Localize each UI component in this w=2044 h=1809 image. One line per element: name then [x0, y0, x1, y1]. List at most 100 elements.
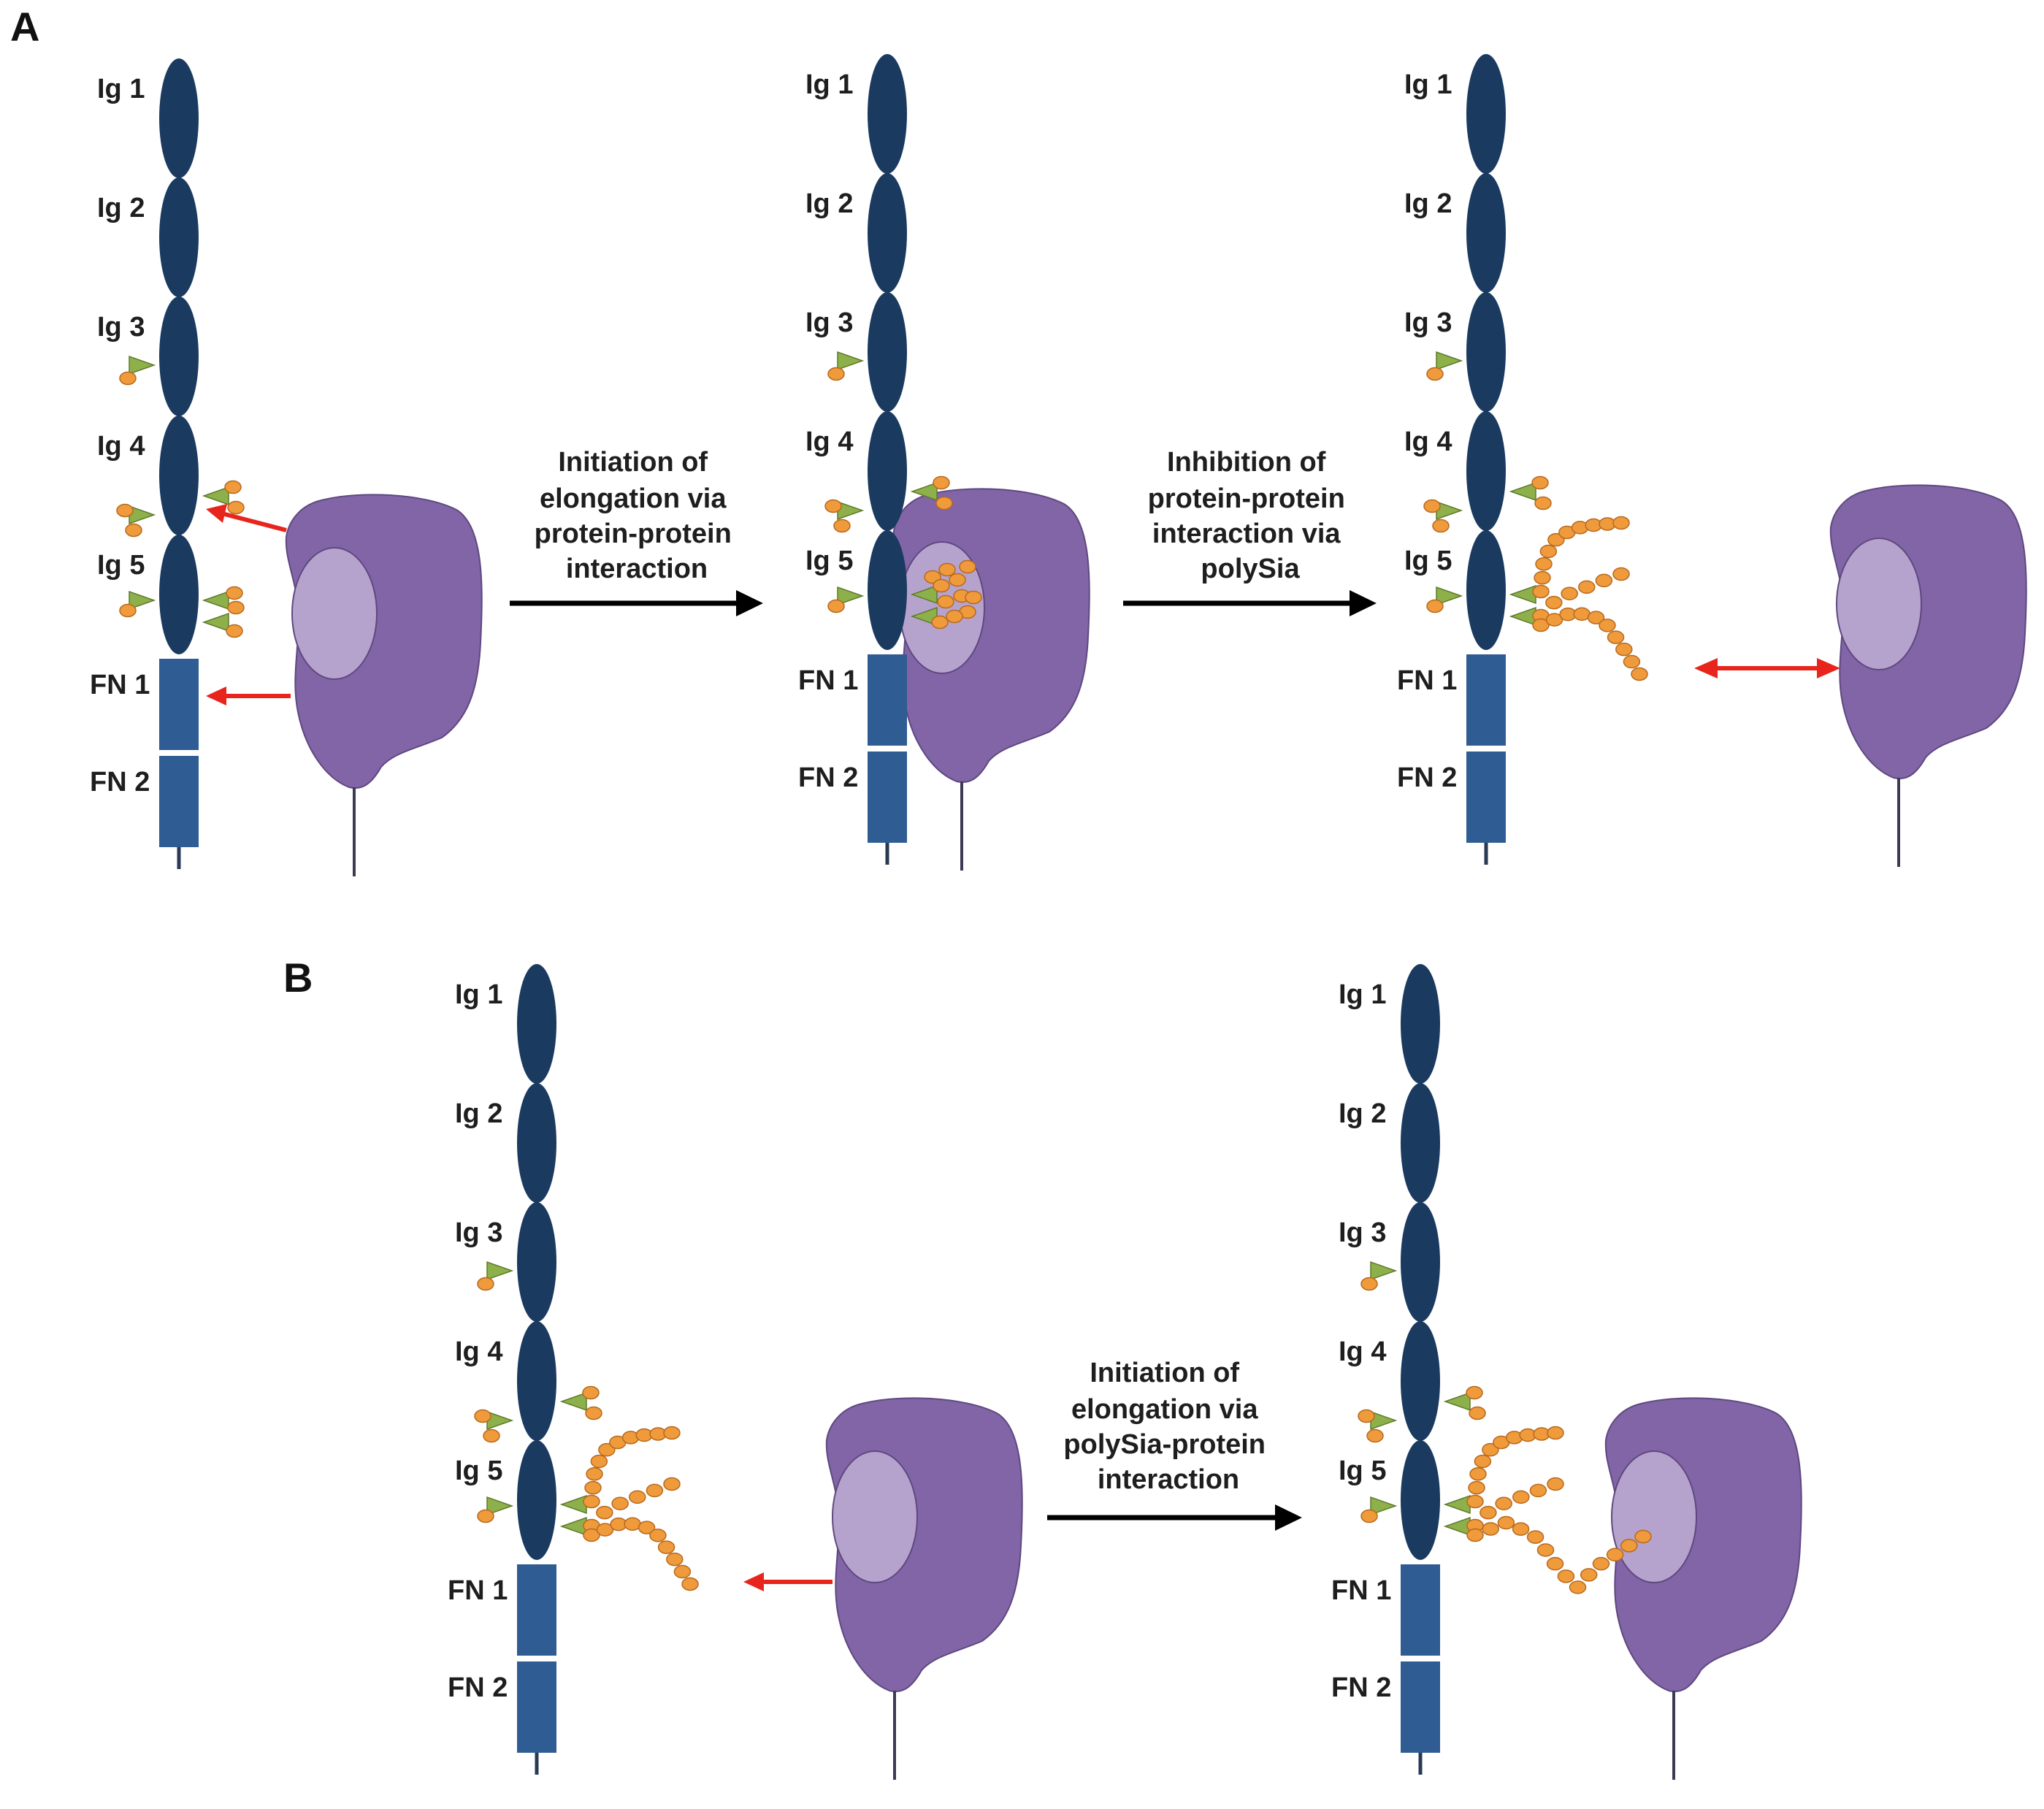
- label-ig3: Ig 3: [455, 1217, 502, 1248]
- sialic-acid-icon: [582, 1385, 600, 1400]
- label-ig5: Ig 5: [1404, 546, 1452, 576]
- sialic-acid-icon: [649, 1529, 667, 1542]
- ig-domain-1: [1401, 964, 1440, 1084]
- sialic-acid-icon: [1360, 1277, 1378, 1291]
- sialic-acid-icon: [1466, 1494, 1484, 1509]
- ig-domain-3: [517, 1202, 556, 1322]
- label-ig3: Ig 3: [805, 307, 853, 338]
- sialic-acid-cluster-in-pocket: [924, 559, 982, 630]
- sialic-acid-icon: [624, 1517, 641, 1531]
- glycan-core-icon: [1509, 481, 1536, 502]
- glycan-core-icon: [1370, 1496, 1398, 1516]
- sialic-acid-icon: [1469, 1467, 1487, 1481]
- sialic-acid-icon: [1532, 584, 1550, 599]
- receptor-protein-a2: [892, 488, 1090, 871]
- sialic-acid-icon: [224, 480, 242, 494]
- glycan-core-icon: [486, 1261, 514, 1281]
- label-ig5: Ig 5: [805, 546, 853, 576]
- sialic-acid-icon: [1561, 586, 1578, 600]
- sialic-acid-icon: [824, 499, 842, 513]
- sialic-acid-icon: [584, 1480, 602, 1495]
- sialic-acid-icon: [1539, 544, 1558, 559]
- receptor-binding-pocket: [1611, 1450, 1697, 1583]
- ncam-molecule-a2: Ig 1Ig 2Ig 3Ig 4Ig 5FN 1FN 2: [798, 54, 953, 865]
- sialic-acid-icon: [227, 500, 245, 515]
- sialic-acid-icon: [583, 1528, 600, 1542]
- sialic-acid-icon: [673, 1564, 692, 1579]
- fn-domain-1: [517, 1564, 556, 1656]
- sialic-acid-icon: [1612, 567, 1630, 581]
- sialic-acid-icon: [483, 1429, 500, 1443]
- ig-domain-1: [1466, 54, 1506, 174]
- glycan-core-icon: [837, 586, 865, 606]
- label-fn1: FN 1: [448, 1575, 508, 1606]
- sialic-acid-icon: [1615, 642, 1633, 657]
- glycan-core-icon: [129, 355, 156, 375]
- polysia-chains-b1: [583, 1426, 699, 1591]
- receptor-protein-a1: [285, 494, 483, 876]
- sialic-acid-icon: [1620, 1539, 1638, 1553]
- panel-a-step2-caption: Inhibition of protein-protein interactio…: [1148, 447, 1353, 584]
- sialic-acid-icon: [1466, 1528, 1484, 1542]
- glycan-core-icon: [559, 1494, 587, 1515]
- ig-domain-4: [159, 416, 199, 535]
- ig-domain-2: [1401, 1083, 1440, 1203]
- sialic-acid-icon: [1607, 630, 1625, 644]
- sialic-acid-icon: [1468, 1480, 1485, 1495]
- interaction-arrow-ig4: [206, 504, 287, 532]
- sialic-acid-icon: [666, 1552, 684, 1567]
- sialic-acid-icon: [827, 367, 845, 381]
- sialic-acid-icon: [596, 1523, 614, 1537]
- sialic-acid-icon: [1606, 1548, 1624, 1562]
- glycan-core-icon: [559, 1391, 587, 1412]
- sialic-acid-icon: [1573, 607, 1591, 622]
- sialic-acid-icon: [1512, 1490, 1530, 1504]
- sialic-acid-icon: [611, 1496, 629, 1510]
- ncam-molecule-a1: Ig 1Ig 2Ig 3Ig 4Ig 5FN 1FN 2: [90, 58, 245, 869]
- sialic-acid-icon: [1599, 619, 1616, 632]
- sialic-acid-icon: [119, 603, 137, 618]
- sialic-acid-icon: [1578, 580, 1596, 594]
- sialic-acid-icon: [827, 599, 845, 613]
- sialic-acid-icon: [1623, 654, 1641, 669]
- sialic-acid-icon: [1557, 1569, 1575, 1583]
- sialic-acid-icon: [1536, 1543, 1555, 1557]
- sialic-acid-icon: [1432, 519, 1450, 533]
- ncam-molecule-b1: Ig 1Ig 2Ig 3Ig 4Ig 5FN 1FN 2: [448, 964, 602, 1775]
- receptor-binding-pocket: [832, 1450, 918, 1583]
- receptor-protein-b1: [825, 1397, 1023, 1780]
- sialic-acid-icon: [1534, 496, 1552, 510]
- sialic-acid-icon: [119, 371, 137, 386]
- ig-domain-1: [159, 58, 199, 178]
- ig-domain-3: [868, 292, 907, 412]
- label-fn1: FN 1: [1331, 1575, 1391, 1606]
- label-fn2: FN 2: [1397, 762, 1457, 793]
- ig-domain-2: [868, 173, 907, 293]
- label-fn1: FN 1: [798, 665, 858, 696]
- label-ig2: Ig 2: [1404, 188, 1452, 219]
- sialic-acid-icon: [1526, 1530, 1545, 1544]
- sialic-acid-icon: [1631, 667, 1648, 681]
- sialic-acid-icon: [1547, 1426, 1564, 1440]
- repulsion-double-arrow: [1694, 658, 1840, 678]
- sialic-acid-icon: [1531, 475, 1549, 490]
- sialic-acid-icon: [226, 624, 243, 638]
- interaction-arrow-b: [743, 1572, 832, 1591]
- ncam-molecule-b2: Ig 1Ig 2Ig 3Ig 4Ig 5FN 1FN 2: [1331, 964, 1486, 1775]
- sialic-acid-icon: [933, 475, 950, 490]
- sialic-acid-icon: [1547, 532, 1565, 547]
- label-ig1: Ig 1: [805, 69, 853, 100]
- sialic-acid-icon: [1512, 1522, 1530, 1536]
- glycan-core-icon: [1436, 586, 1463, 606]
- label-ig1: Ig 1: [1339, 979, 1386, 1010]
- label-ig3: Ig 3: [97, 312, 145, 343]
- label-ig5: Ig 5: [455, 1456, 502, 1486]
- receptor-protein-a3: [1829, 484, 2027, 867]
- process-arrow-a2: [1123, 590, 1377, 616]
- sialic-acid-icon: [1423, 499, 1441, 513]
- sialic-acid-icon: [1532, 618, 1550, 632]
- sialic-acid-icon: [1545, 613, 1563, 627]
- sialic-acid-icon: [1534, 570, 1551, 585]
- label-fn2: FN 2: [1331, 1672, 1391, 1703]
- label-ig4: Ig 4: [97, 431, 145, 462]
